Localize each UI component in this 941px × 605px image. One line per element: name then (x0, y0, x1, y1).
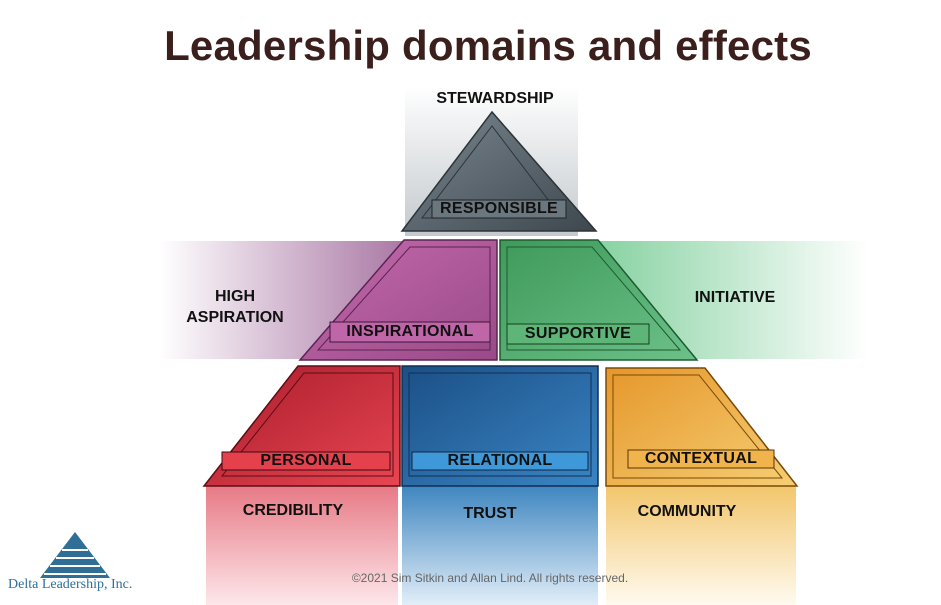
trust-band (402, 486, 598, 605)
supportive-inner (506, 246, 682, 351)
relational-inner (408, 372, 592, 477)
personal-label-bar (221, 451, 391, 471)
copyright-notice: ©2021 Sim Sitkin and Allan Lind. All rig… (351, 571, 629, 585)
contextual-label: CONTEXTUAL (644, 450, 758, 467)
relational-label-bar (411, 451, 589, 471)
high-aspiration-line2: ASPIRATION (186, 309, 284, 326)
high-aspiration-line1: HIGH (215, 288, 255, 305)
supportive-label-bar (506, 323, 650, 345)
high-aspiration-label: HIGH ASPIRATION (160, 286, 310, 328)
personal-label: PERSONAL (260, 452, 352, 469)
credibility-label: CREDIBILITY (242, 502, 344, 519)
credibility-band (206, 486, 398, 605)
inspirational-label-bar (329, 321, 491, 343)
inspirational-inner (316, 246, 491, 351)
relational-label: RELATIONAL (447, 452, 553, 469)
inspirational-label: INSPIRATIONAL (346, 323, 474, 340)
community-band (606, 486, 796, 605)
initiative-label: INITIATIVE (694, 289, 776, 306)
delta-triangle-icon (40, 532, 110, 578)
logo-text: Delta Leadership, Inc. (8, 577, 133, 592)
responsible-label: RESPONSIBLE (440, 200, 558, 217)
personal-inner (220, 372, 394, 477)
page-title: Leadership domains and effects (164, 22, 812, 69)
contextual-label-bar (627, 449, 775, 469)
community-label: COMMUNITY (637, 503, 737, 520)
contextual-inner (612, 374, 784, 479)
responsible-label-bar (431, 199, 567, 219)
supportive-label: SUPPORTIVE (524, 325, 632, 342)
stewardship-label: STEWARDSHIP (436, 90, 554, 107)
trust-label: TRUST (463, 505, 517, 522)
